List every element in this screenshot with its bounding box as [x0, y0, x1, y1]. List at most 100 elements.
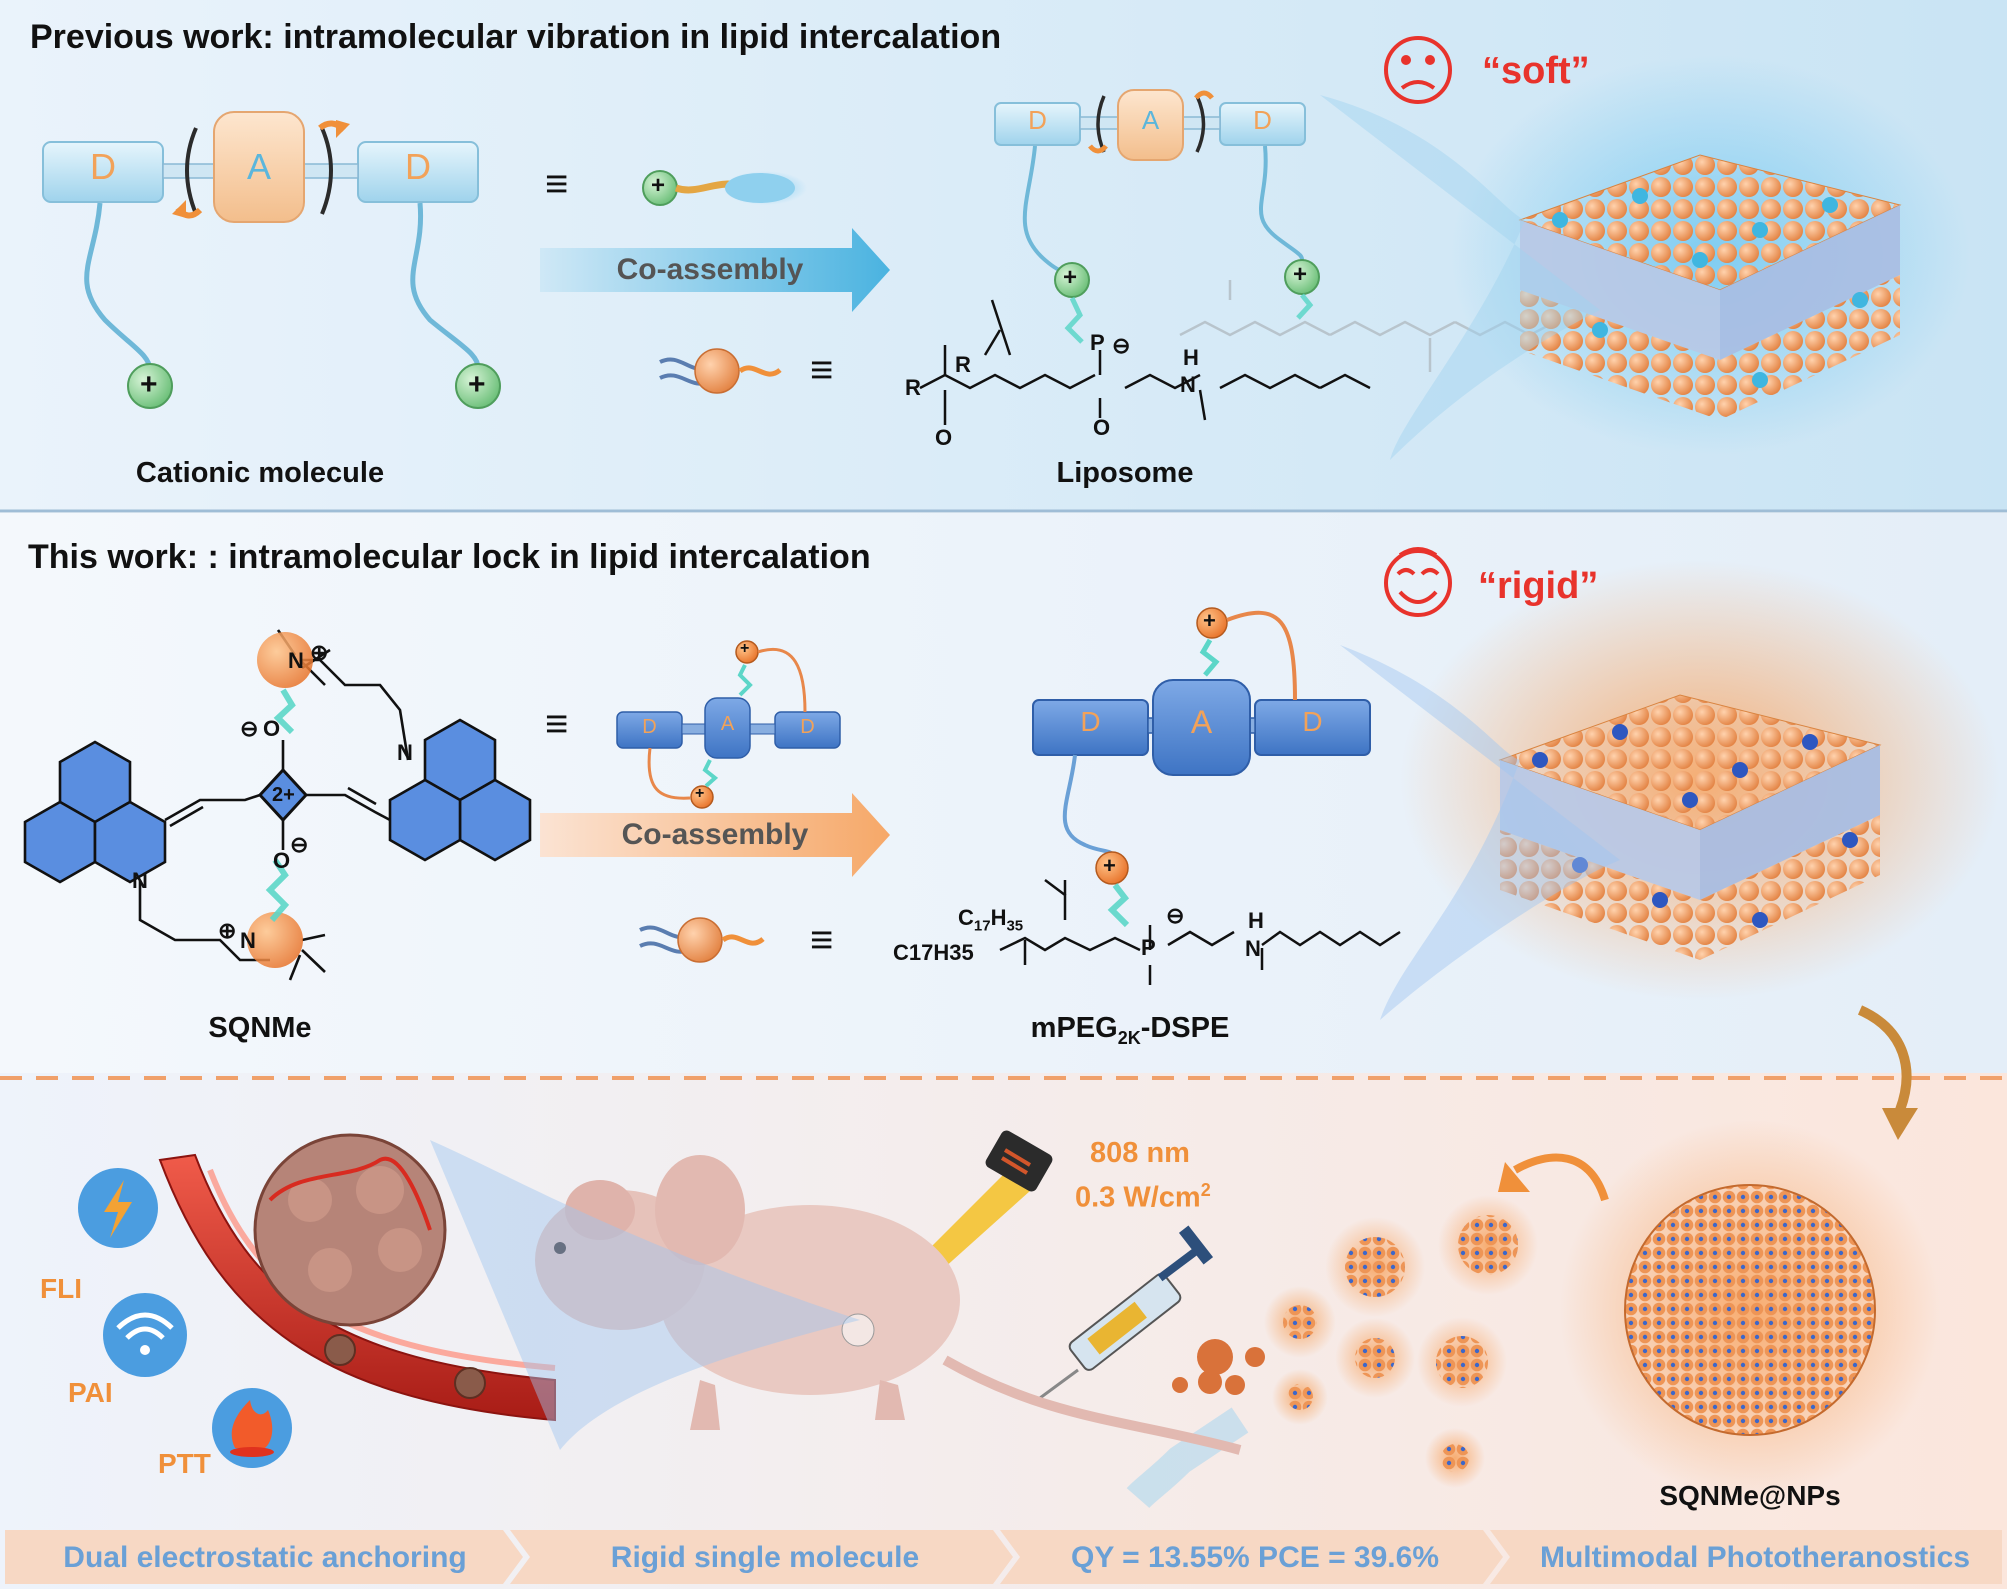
mpeg-dspe-caption: mPEG2K-DSPE — [1030, 1012, 1230, 1048]
donor-label-3: D — [1028, 105, 1047, 135]
mouse-icon — [535, 1155, 1242, 1455]
plus-charge-6: + — [1203, 608, 1216, 633]
tumor-icon — [253, 1133, 447, 1327]
chem-P: P — [1090, 330, 1105, 355]
syringe-icon — [1039, 1225, 1249, 1509]
sq-minus-top: ⊖ — [240, 716, 259, 741]
cationic-molecule-icon — [42, 111, 501, 409]
plus-charge-7: + — [1103, 853, 1116, 878]
donor-label-6: D — [800, 716, 815, 738]
curved-arrow-down-icon — [1857, 1005, 1912, 1112]
lipid-symbol-icon — [659, 348, 782, 394]
rigid-membrane-mid — [1400, 560, 2000, 1000]
dspe-N: N — [1245, 936, 1261, 961]
curved-arrow-left-icon — [1513, 1153, 1609, 1202]
dspe-chemical-structure — [999, 879, 1401, 985]
sq-O-bottom: O — [273, 848, 291, 873]
laser-power: 0.3 W/cm2 — [1075, 1180, 1211, 1214]
plus-charge-1: + — [140, 368, 158, 401]
chem-H: H — [1183, 345, 1199, 370]
squaraine-core-label: 2+ — [272, 784, 295, 806]
step-3-label: QY = 13.55% PCE = 39.6% — [1070, 1541, 1439, 1574]
dspe-H: H — [1248, 908, 1264, 933]
plus-charge-4: + — [1063, 264, 1078, 291]
liposome-membrane-top — [1450, 55, 1970, 455]
sq-N-left: N — [132, 868, 148, 893]
soft-label: “soft” — [1482, 50, 1590, 92]
equiv-sign-3: ≡ — [545, 702, 569, 746]
equiv-sign-2: ≡ — [810, 348, 834, 392]
plus-charge-3: + — [651, 172, 666, 199]
ptt-icon — [212, 1388, 292, 1468]
small-nanoparticles — [1172, 1195, 1538, 1488]
step-bar — [5, 1530, 2002, 1584]
sq-plus-bottom: ⊕ — [218, 918, 237, 943]
dspe-chain-1: C17H35 — [958, 905, 1024, 935]
chem-minus-top: ⊖ — [1112, 333, 1131, 358]
dspe-chain-2: C17H35 — [893, 940, 974, 965]
ammonium-glow-icons — [247, 632, 313, 968]
acceptor-label-1: A — [246, 146, 271, 187]
dspe-minus: ⊖ — [1166, 903, 1185, 928]
plus-charge-8: + — [740, 640, 750, 657]
zoom-beam-bottom — [430, 1140, 860, 1450]
co-assembly-label-mid: Co-assembly — [621, 818, 809, 851]
cationic-molecule-caption: Cationic molecule — [135, 457, 385, 489]
liposome-caption: Liposome — [1056, 457, 1194, 489]
zoom-beam-mid — [1340, 645, 1620, 1020]
step-2-label: Rigid single molecule — [610, 1541, 920, 1574]
pai-icon — [103, 1293, 187, 1377]
happy-face-icon — [1384, 547, 1452, 617]
step-1-label: Dual electrostatic anchoring — [63, 1541, 467, 1574]
cation-symbol-icon — [642, 170, 807, 206]
rigid-label: “rigid” — [1478, 565, 1599, 607]
plus-charge-9: + — [695, 785, 705, 802]
sqnme-molecule — [23, 629, 532, 981]
chem-N: N — [1180, 372, 1196, 397]
top-panel-title: Previous work: intramolecular vibration … — [30, 18, 1002, 56]
sq-N-ammonium-top: N — [288, 648, 304, 673]
chem-O-1: O — [935, 425, 953, 450]
lipid-symbol-icon-2 — [639, 917, 765, 963]
sq-N-ammonium-bottom: N — [240, 928, 256, 953]
sqnme-nanoparticle-icon — [1560, 1120, 1940, 1500]
modality-pai-label: PAI — [68, 1377, 113, 1408]
donor-label-2: D — [405, 146, 431, 187]
fli-icon — [78, 1168, 158, 1248]
locked-dad-complex-icon — [1032, 607, 1371, 928]
plus-charge-2: + — [468, 368, 486, 401]
co-assembly-label-top: Co-assembly — [616, 253, 804, 286]
acceptor-label-4: A — [1190, 704, 1213, 740]
locked-dad-small-icon — [616, 640, 841, 809]
lipid-chemical-structure-top — [919, 299, 1371, 425]
donor-label-4: D — [1253, 105, 1272, 135]
chem-R-2: R — [905, 375, 921, 400]
middle-panel-title: This work: : intramolecular lock in lipi… — [28, 538, 871, 576]
step-4-label: Multimodal Phototheranostics — [1539, 1541, 1971, 1574]
equiv-sign-4: ≡ — [810, 918, 834, 962]
donor-label-5: D — [642, 716, 657, 738]
chem-O-2: O — [1093, 415, 1111, 440]
donor-label-1: D — [90, 146, 116, 187]
equiv-sign-1: ≡ — [545, 162, 569, 206]
sq-plus-top: ⊕ — [310, 640, 329, 665]
sad-face-icon — [1384, 36, 1452, 104]
modality-ptt-label: PTT — [158, 1448, 211, 1479]
acceptor-label-3: A — [720, 713, 735, 735]
chem-R-1: R — [955, 352, 971, 377]
dad-complex-top-icon — [994, 89, 1320, 344]
donor-label-8: D — [1302, 706, 1323, 737]
sq-O-top: O — [263, 716, 281, 741]
plus-charge-5: + — [1293, 261, 1308, 288]
donor-label-7: D — [1080, 706, 1101, 737]
acceptor-label-2: A — [1141, 105, 1160, 135]
co-assembly-arrow-blue — [540, 228, 890, 312]
sq-minus-bottom: ⊖ — [290, 832, 309, 857]
co-assembly-arrow-orange — [540, 793, 890, 877]
nanoparticle-caption: SQNMe@NPs — [1659, 1480, 1841, 1511]
laser-wavelength: 808 nm — [1090, 1137, 1190, 1169]
modality-fli-label: FLI — [40, 1273, 82, 1304]
sqnme-caption: SQNMe — [208, 1012, 312, 1044]
